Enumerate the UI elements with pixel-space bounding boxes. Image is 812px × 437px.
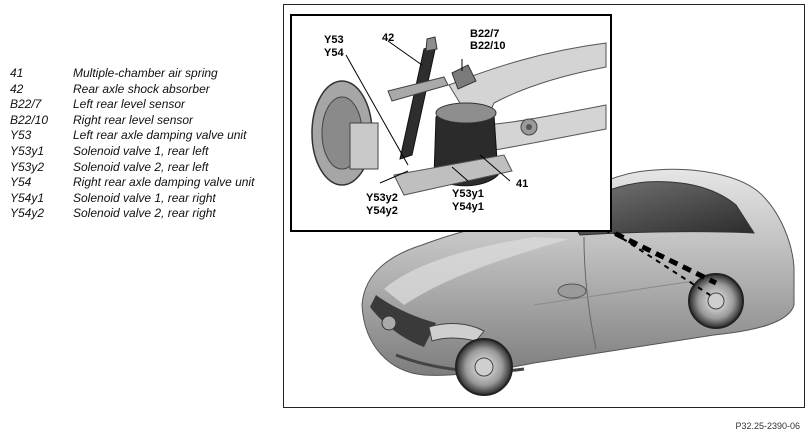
callout-41: 41 <box>516 178 528 190</box>
legend: 41 Multiple-chamber air spring 42 Rear axl… <box>10 66 272 222</box>
callout-42: 42 <box>382 32 394 44</box>
legend-desc: Multiple-chamber air spring <box>73 66 218 80</box>
legend-code: 41 <box>10 66 24 80</box>
legend-row: Y53y1 Solenoid valve 1, rear left <box>10 144 272 160</box>
callout-b22-10: B22/10 <box>470 40 505 52</box>
legend-desc: Left rear axle damping valve unit <box>73 128 247 143</box>
legend-desc: Solenoid valve 1, rear right <box>73 190 216 205</box>
legend-desc: Left rear level sensor <box>73 97 186 112</box>
legend-desc: Rear axle shock absorber <box>73 81 210 96</box>
legend-code: Y54y1 <box>10 190 45 205</box>
figure-reference: P32.25-2390-06 <box>735 421 800 431</box>
front-wheel <box>455 338 513 396</box>
callout-y53y2: Y53y2 <box>366 192 398 204</box>
callout-y54: Y54 <box>324 47 344 59</box>
legend-code: B22/7 <box>10 97 42 112</box>
legend-desc: Solenoid valve 2, rear right <box>73 206 216 221</box>
legend-desc: Right rear axle damping valve unit <box>73 175 255 190</box>
legend-row: B22/7 Left rear level sensor <box>10 97 272 113</box>
callout-b22-7: B22/7 <box>470 28 499 40</box>
callout-y53: Y53 <box>324 34 344 46</box>
legend-code: Y53y1 <box>10 143 45 158</box>
callout-y53y1: Y53y1 <box>452 188 484 200</box>
legend-row: Y53y2 Solenoid valve 2, rear left <box>10 160 272 176</box>
detail-pointer <box>600 224 718 286</box>
suspension-detail-inset: Y53 Y54 42 B22/7 B22/10 41 Y53y2 Y54y2 Y… <box>290 14 612 232</box>
legend-row: Y54 Right rear axle damping valve unit <box>10 175 272 191</box>
callout-y54y2: Y54y2 <box>366 205 398 217</box>
rear-wheel <box>688 273 744 329</box>
legend-code: Y53 <box>10 128 32 143</box>
legend-code: Y54y2 <box>10 206 45 221</box>
callout-y54y1: Y54y1 <box>452 201 484 213</box>
legend-row: 41 Multiple-chamber air spring <box>10 66 272 82</box>
legend-row: Y54y2 Solenoid valve 2, rear right <box>10 206 272 222</box>
legend-row: Y54y1 Solenoid valve 1, rear right <box>10 191 272 207</box>
legend-row: Y53 Left rear axle damping valve unit <box>10 128 272 144</box>
legend-code: Y53y2 <box>10 159 45 174</box>
legend-row: B22/10 Right rear level sensor <box>10 113 272 129</box>
legend-row: 42 Rear axle shock absorber <box>10 82 272 98</box>
legend-desc: Right rear level sensor <box>73 112 194 127</box>
legend-code: Y54 <box>10 175 32 190</box>
car-body <box>361 168 795 376</box>
legend-desc: Solenoid valve 2, rear left <box>73 159 209 174</box>
car-illustration: Y53 Y54 42 B22/7 B22/10 41 Y53y2 Y54y2 Y… <box>290 14 795 396</box>
legend-desc: Solenoid valve 1, rear left <box>73 143 209 158</box>
legend-code: 42 <box>10 81 24 96</box>
legend-code: B22/10 <box>10 112 49 127</box>
figure-panel: Y53 Y54 42 B22/7 B22/10 41 Y53y2 Y54y2 Y… <box>283 4 805 408</box>
